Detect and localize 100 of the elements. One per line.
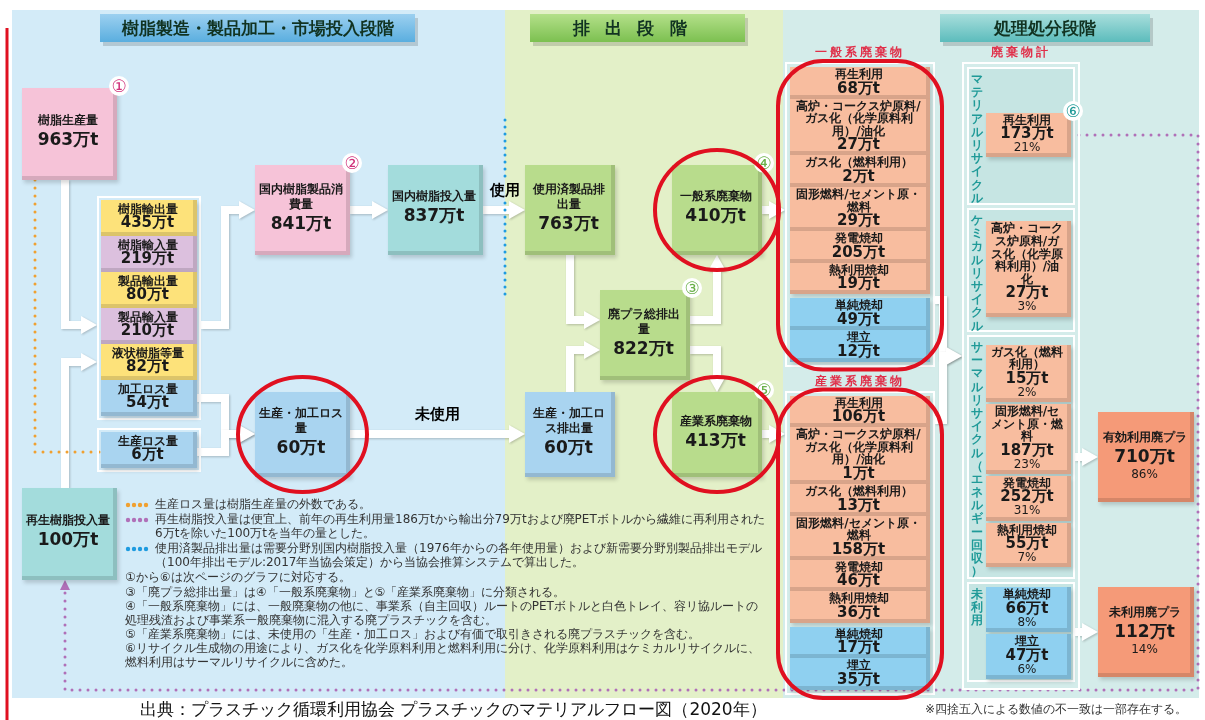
box-label: 固形燃料/セメント原・燃料	[795, 187, 922, 214]
note-text: ③「廃プラ総排出量」は④「一般系廃棄物」と⑤「産業系廃棄物」に分類される。	[125, 585, 567, 600]
amount-value: 27万t	[836, 137, 880, 153]
recycle-section	[967, 208, 1075, 332]
footnote: ※四捨五入による数値の不一致は一部存在する。	[925, 703, 1188, 717]
box-label: 廃プラ総排出量	[606, 306, 681, 337]
box-label: 樹脂輸出量	[117, 202, 178, 216]
edge-label: 使用	[490, 180, 520, 200]
percent-value: 8%	[1017, 615, 1037, 629]
flow-box	[790, 329, 930, 362]
box-label: 高炉・コークス炉原料/ガス化（化学原料利用）/油化	[795, 99, 922, 138]
column-heading: 一般系廃棄物	[814, 44, 906, 60]
flow-box	[22, 488, 117, 580]
box-label: 固形燃料/セメント原・燃料	[990, 404, 1064, 443]
recycle-section	[967, 582, 1075, 682]
flow-box	[101, 236, 197, 272]
amount-value: 841万t	[270, 211, 332, 235]
flow-box	[1098, 587, 1194, 677]
percent-value: 21%	[1013, 141, 1041, 155]
flow-arrow	[197, 425, 255, 456]
amount-value: 17万t	[836, 640, 880, 656]
flow-box	[790, 186, 930, 232]
amount-value: 1万t	[842, 465, 875, 481]
flow-arrow	[690, 346, 726, 392]
flow-arrow	[762, 201, 785, 219]
amount-value: 6万t	[131, 447, 164, 463]
amount-value: 205万t	[831, 244, 886, 260]
amount-value: 80万t	[125, 287, 169, 303]
column-heading: 廃棄物計	[990, 44, 1052, 60]
flow-arrow	[350, 425, 525, 443]
box-label: ガス化（燃料利用）	[990, 345, 1064, 371]
column-heading: 産業系廃棄物	[814, 372, 906, 389]
box-label: 単純焼却	[834, 299, 883, 312]
box-label: 一般系廃棄物	[679, 189, 752, 205]
flow-box	[525, 165, 615, 255]
stage-banner	[940, 14, 1150, 42]
box-label: 再生利用	[1003, 113, 1051, 127]
amount-value: 106万t	[831, 409, 886, 425]
group-frame	[97, 196, 201, 420]
flow-box	[101, 344, 197, 380]
amount-value: 82万t	[125, 359, 169, 375]
box-label: ガス化（燃料利用）	[804, 156, 913, 169]
amount-value: 112万t	[1114, 619, 1175, 643]
note-text: ⑥リサイクル生成物の用途により、ガス化を化学原料利用と燃料利用に分け、化学原料利用はケミカルリサイクルに、燃料利用はサーマルリサイクルに含めた。	[125, 642, 761, 670]
box-label: 樹脂生産量	[38, 113, 98, 129]
box-label: 埋立	[1015, 635, 1039, 648]
flow-box	[790, 427, 930, 484]
flow-box	[790, 515, 930, 560]
box-label: 産業系廃棄物	[679, 413, 752, 429]
flow-box	[790, 155, 930, 187]
flow-arrow	[1075, 623, 1098, 641]
flow-box	[986, 475, 1071, 521]
amount-value: 210万t	[120, 323, 175, 339]
amount-value: 19万t	[836, 276, 880, 292]
box-label: 国内樹脂投入量	[392, 189, 476, 205]
amount-value: 187万t	[1000, 442, 1054, 458]
box-label: 生産ロス量	[117, 434, 178, 448]
flow-box	[790, 231, 930, 263]
box-label: 未利用廃プラ	[1108, 604, 1181, 620]
banner-title: 排出段階	[572, 19, 703, 37]
amount-value: 60万t	[544, 436, 593, 460]
box-label: 埋立	[846, 659, 871, 673]
percent-value: 31%	[1013, 504, 1041, 518]
edge-label: 未使用	[414, 404, 460, 424]
box-label: 生産・加工ロス量	[258, 406, 344, 437]
flow-arrow	[1075, 448, 1098, 466]
flow-box	[255, 392, 350, 477]
amount-value: 100万t	[37, 528, 99, 552]
amount-value: 35万t	[836, 672, 880, 688]
box-label: 単純焼却	[834, 627, 883, 641]
amount-value: 710万t	[1114, 444, 1175, 468]
flow-box	[790, 395, 930, 428]
flow-box	[986, 522, 1071, 568]
amount-value: 46万t	[836, 573, 880, 589]
box-label: ガス化（燃料利用）	[804, 484, 913, 498]
flow-arrow	[61, 353, 97, 488]
recycle-section	[967, 335, 1075, 579]
step-number: ⑥	[1063, 100, 1083, 121]
amount-value: 36万t	[836, 604, 880, 620]
box-label: 再生樹脂投入量	[26, 513, 110, 529]
section-label: サーマルリサイクル（エネルギー回収）	[971, 341, 983, 579]
flow-box	[101, 308, 197, 344]
legend-text: 使用済製品排出量は需要分野別国内樹脂投入量（1976年からの各年使用量）および新需要分野別製品排出モデル（100年排出モデル:2017年当協会策定）から当協会推算システムで算出した。	[155, 542, 763, 570]
box-label: 発電焼却	[834, 232, 883, 245]
box-label: 高炉・コークス炉原料/ガス化（化学原料利用）/油化	[990, 222, 1064, 286]
box-label: 樹脂輸入量	[117, 238, 178, 252]
percent-value: 7%	[1017, 551, 1037, 565]
legend-text: 再生樹脂投入量は便宜上、前年の再生利用量186万tから輸出分79万tおよび廃PETボトルから繊維に再利用された6万tを除いた100万tを当年の量とした。	[155, 513, 765, 541]
box-label: 熱利用焼却	[828, 263, 889, 277]
flow-arrow	[690, 255, 726, 324]
flow-box	[986, 344, 1071, 402]
amount-value: 173万t	[1000, 126, 1054, 142]
box-label: 発電焼却	[1003, 476, 1051, 490]
box-label: 国内樹脂製品消費量	[258, 181, 344, 212]
amount-value: 29万t	[836, 213, 880, 229]
box-label: 再生利用	[834, 396, 883, 410]
flow-arrow	[483, 201, 525, 219]
flow-box	[986, 587, 1071, 632]
flow-arrow	[350, 201, 388, 219]
percent-value: 2%	[1017, 385, 1037, 399]
